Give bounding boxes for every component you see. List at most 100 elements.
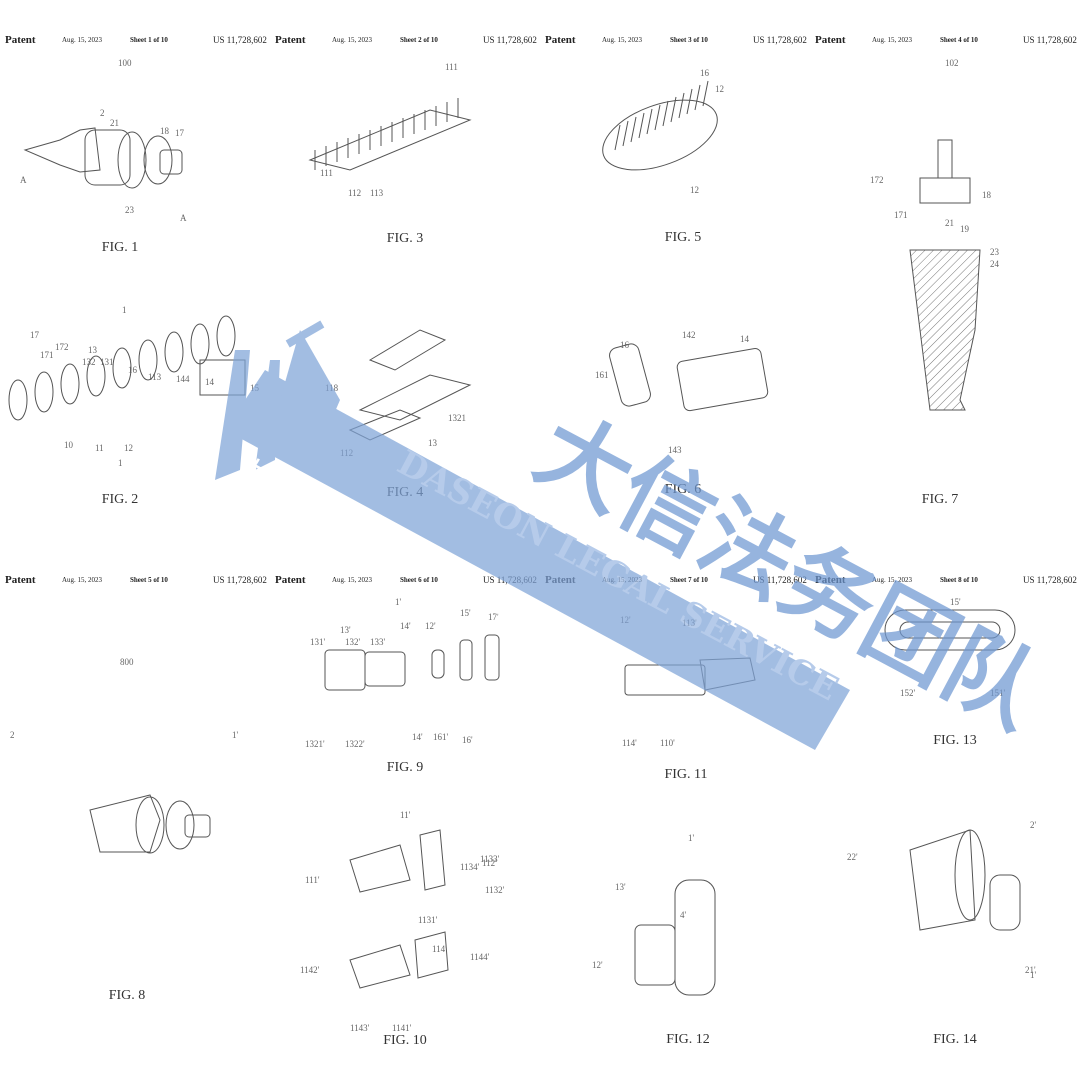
date-label: Aug. 15, 2023 bbox=[872, 576, 913, 584]
patent-number: US 11,728,602 bbox=[483, 35, 537, 45]
reference-numeral: 15' bbox=[950, 597, 961, 607]
sheet-label: Sheet 4 of 10 bbox=[940, 36, 978, 44]
patent-drawing bbox=[602, 80, 769, 412]
patent-drawing bbox=[308, 98, 472, 441]
reference-numeral: 1132' bbox=[485, 885, 505, 895]
reference-numeral: 1143' bbox=[350, 1023, 370, 1033]
reference-numeral: 13' bbox=[615, 882, 626, 892]
reference-numeral: 13 bbox=[428, 438, 437, 448]
figure-caption: FIG. 1 bbox=[101, 240, 139, 255]
reference-numeral: 1' bbox=[688, 833, 695, 843]
reference-numeral: 152' bbox=[900, 688, 916, 698]
reference-numeral: 114' bbox=[622, 738, 637, 748]
reference-numeral: 172 bbox=[55, 342, 69, 352]
reference-numeral: 133' bbox=[370, 637, 386, 647]
patent-number: US 11,728,602 bbox=[753, 35, 807, 45]
reference-numeral: 131' bbox=[310, 637, 326, 647]
reference-numeral: 144 bbox=[176, 374, 190, 384]
reference-numeral: 10 bbox=[64, 440, 73, 450]
reference-numeral: 17' bbox=[488, 612, 499, 622]
reference-numeral: 171 bbox=[894, 210, 908, 220]
reference-numeral: 23 bbox=[125, 205, 134, 215]
reference-numeral: 111' bbox=[305, 875, 320, 885]
figure-caption: FIG. 2 bbox=[101, 492, 139, 507]
reference-numeral: 800 bbox=[120, 657, 134, 667]
sheet-label: Sheet 8 of 10 bbox=[940, 576, 978, 584]
reference-numeral: 14' bbox=[412, 732, 423, 742]
reference-numeral: 1131' bbox=[418, 915, 438, 925]
reference-numeral: 2' bbox=[1030, 820, 1037, 830]
reference-numeral: 21 bbox=[945, 218, 954, 228]
sheet-label: Sheet 2 of 10 bbox=[400, 36, 438, 44]
figure-caption: FIG. 5 bbox=[664, 230, 702, 245]
reference-numeral: 12 bbox=[715, 84, 724, 94]
patent-drawing bbox=[624, 657, 756, 996]
reference-numeral: 111 bbox=[445, 62, 458, 72]
reference-numeral: 112 bbox=[340, 448, 354, 458]
reference-numeral: 12 bbox=[124, 443, 133, 453]
sheet-label: Sheet 5 of 10 bbox=[130, 576, 168, 584]
reference-numeral: 171 bbox=[40, 350, 54, 360]
reference-numeral: 1321' bbox=[305, 739, 325, 749]
reference-numeral: 14' bbox=[400, 621, 411, 631]
reference-numeral: 1321 bbox=[448, 413, 466, 423]
reference-numeral: 18 bbox=[160, 126, 169, 136]
figure-caption: FIG. 8 bbox=[108, 988, 146, 1003]
reference-numeral: 143 bbox=[668, 445, 682, 455]
reference-numeral: 13 bbox=[88, 345, 97, 355]
reference-numeral: 118 bbox=[325, 383, 339, 393]
reference-numeral: 113' bbox=[682, 618, 697, 628]
reference-numeral: 16 bbox=[700, 68, 709, 78]
patent-label: Patent bbox=[545, 34, 576, 46]
reference-numeral: 112 bbox=[348, 188, 362, 198]
reference-numeral: 1133' bbox=[480, 854, 500, 864]
patent-number: US 11,728,602 bbox=[1023, 575, 1077, 585]
reference-numeral: 114' bbox=[432, 944, 447, 954]
date-label: Aug. 15, 2023 bbox=[62, 576, 103, 584]
reference-numeral: 1 bbox=[122, 305, 127, 315]
figure-caption: FIG. 3 bbox=[386, 231, 424, 246]
patent-number: US 11,728,602 bbox=[1023, 35, 1077, 45]
reference-numeral: 16 bbox=[620, 340, 629, 350]
reference-numeral: 13' bbox=[340, 625, 351, 635]
reference-numeral: 113 bbox=[370, 188, 384, 198]
reference-numeral: 102 bbox=[945, 58, 959, 68]
reference-numeral: 1322' bbox=[345, 739, 365, 749]
date-label: Aug. 15, 2023 bbox=[872, 36, 913, 44]
reference-numeral: 23 bbox=[990, 247, 999, 257]
reference-numeral: A bbox=[180, 213, 187, 223]
reference-numeral: 142 bbox=[682, 330, 696, 340]
reference-numeral: 15' bbox=[460, 608, 471, 618]
reference-numeral: 110' bbox=[660, 738, 675, 748]
reference-numeral: 2 bbox=[10, 730, 15, 740]
reference-numeral: 11' bbox=[400, 810, 411, 820]
reference-numeral: 17 bbox=[30, 330, 39, 340]
patent-drawing bbox=[89, 794, 211, 854]
patent-drawing bbox=[884, 609, 1021, 931]
reference-numeral: 24 bbox=[990, 259, 999, 269]
date-label: Aug. 15, 2023 bbox=[332, 36, 373, 44]
reference-numeral: 132 bbox=[82, 357, 96, 367]
reference-numeral: 12' bbox=[425, 621, 436, 631]
reference-numeral: 15 bbox=[250, 383, 259, 393]
reference-numeral: 132' bbox=[345, 637, 361, 647]
figure-caption: FIG. 4 bbox=[386, 485, 424, 500]
reference-numeral: 12' bbox=[620, 615, 631, 625]
reference-numeral: 112' bbox=[482, 858, 497, 868]
reference-numeral: 22' bbox=[847, 852, 858, 862]
reference-numeral: 1' bbox=[232, 730, 239, 740]
patent-number: US 11,728,602 bbox=[213, 35, 267, 45]
reference-numeral: 131 bbox=[100, 357, 114, 367]
figure-caption: FIG. 7 bbox=[921, 492, 959, 507]
patent-drawing bbox=[8, 127, 246, 421]
